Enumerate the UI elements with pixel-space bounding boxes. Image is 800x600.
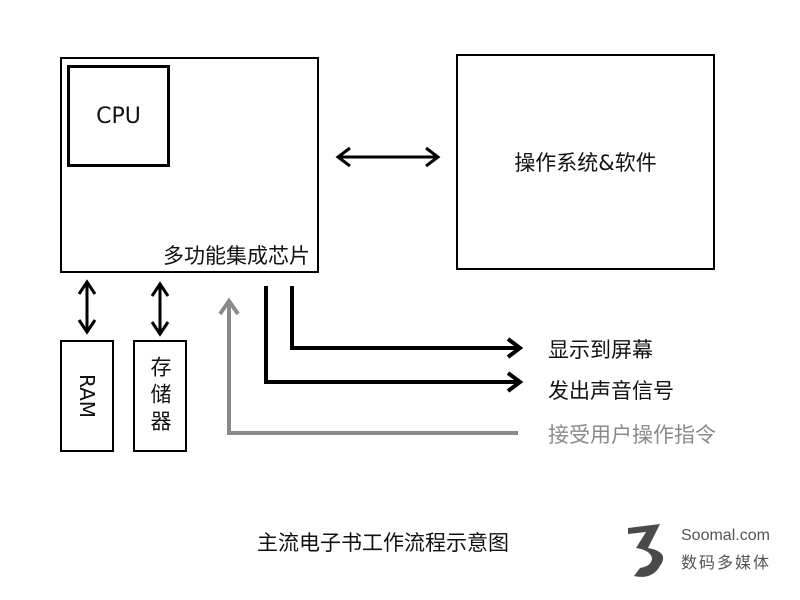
cpu-block	[67, 65, 170, 167]
soc-ram-arrow	[77, 279, 97, 335]
brand-name: Soomal.com	[681, 527, 770, 544]
display-output-label: 显示到屏幕	[548, 338, 653, 362]
user-input-label: 接受用户操作指令	[548, 423, 716, 447]
storage-label: 存储器	[148, 355, 172, 437]
soc-os-arrow	[335, 146, 441, 168]
sound-output-arrow	[264, 286, 524, 393]
sound-output-label: 发出声音信号	[548, 379, 674, 403]
os-software-block	[456, 54, 715, 270]
ram-block	[60, 340, 114, 452]
soomal-s-logo-icon	[628, 524, 664, 577]
cpu-label: CPU	[96, 103, 141, 129]
storage-label-wrap: 存储器	[133, 340, 187, 452]
ram-label: RAM	[75, 373, 99, 419]
diagram-caption: 主流电子书工作流程示意图	[257, 531, 509, 555]
ram-label-wrap: RAM	[60, 340, 114, 452]
soc-label: 多功能集成芯片	[163, 244, 310, 268]
brand-subtitle: 数码多媒体	[681, 553, 772, 572]
user-input-arrow	[218, 297, 518, 435]
soc-storage-arrow	[150, 281, 170, 337]
display-output-arrow	[290, 286, 524, 359]
storage-block	[133, 340, 187, 452]
os-software-label: 操作系统&软件	[514, 151, 657, 175]
